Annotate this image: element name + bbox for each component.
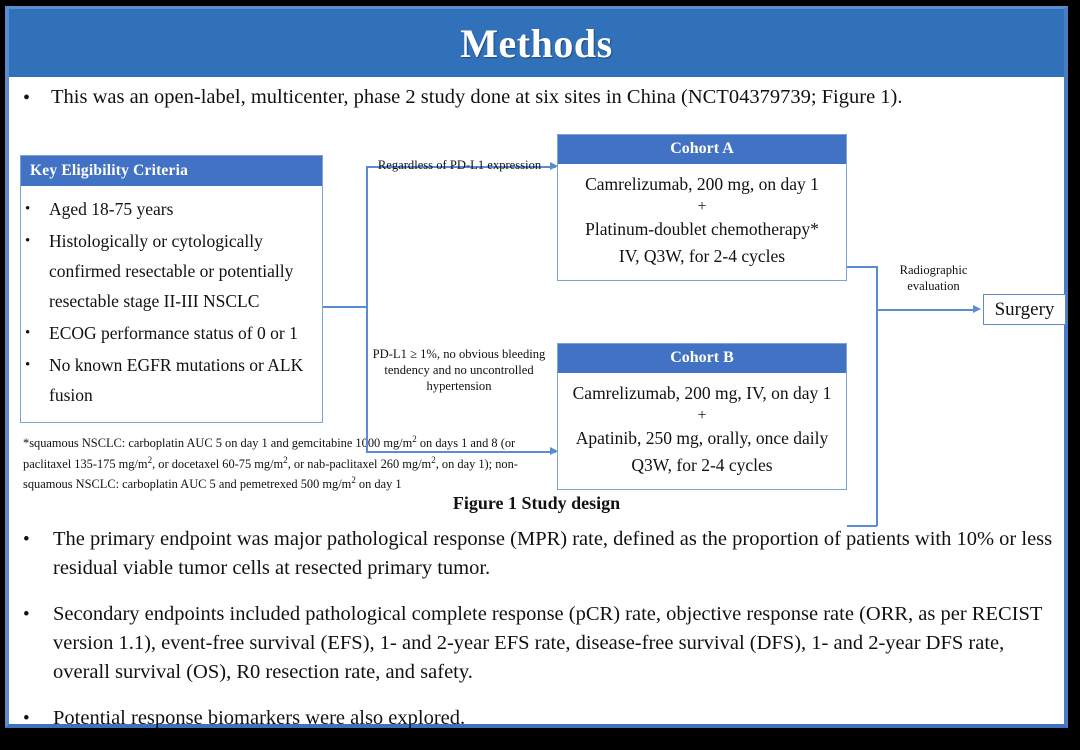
figure-caption: Figure 1 Study design — [452, 493, 621, 513]
surgery-box: Surgery — [983, 294, 1066, 325]
surgery-label: Surgery — [994, 298, 1055, 320]
footnote-part: , on day 1); non-squamous NSCLC: carbopl… — [23, 456, 518, 492]
endpoints-bullet-list: • The primary endpoint was major patholo… — [23, 525, 1055, 750]
arrow-label-regardless-pdl1: Regardless of PD-L1 expression — [377, 158, 542, 172]
arrow-head-icon — [973, 305, 981, 313]
connector-line-cohort-a-out — [847, 266, 877, 268]
study-design-diagram: Key Eligibility Criteria • Aged 18-75 ye… — [9, 121, 1066, 527]
cohort-a-card: Cohort A Camrelizumab, 200 mg, on day 1 … — [557, 134, 847, 281]
bullet-marker-icon: • — [25, 357, 31, 373]
footnote-superscript: 2 — [431, 454, 436, 465]
footnote-part: on day 1 — [355, 477, 402, 492]
footnote-superscript: 2 — [283, 454, 288, 465]
bullet-marker-icon: • — [25, 233, 31, 249]
eligibility-item-text: ECOG performance status of 0 or 1 — [49, 323, 298, 343]
bullet-marker-icon: • — [23, 529, 30, 550]
eligibility-item-text: Histologically or cytologically confirme… — [49, 231, 294, 311]
connector-trunk-upper — [366, 166, 368, 307]
endpoint-text-secondary: Secondary endpoints included pathologica… — [53, 603, 1043, 683]
cohort-b-line-1: Camrelizumab, 200 mg, IV, on day 1 — [572, 383, 832, 403]
eligibility-criteria-card: Key Eligibility Criteria • Aged 18-75 ye… — [20, 155, 323, 423]
list-item: • ECOG performance status of 0 or 1 — [25, 318, 316, 348]
connector-line-to-cohort-b — [366, 451, 556, 453]
connector-trunk-lower — [366, 306, 368, 451]
connector-line-cohort-b-out — [847, 525, 877, 527]
bullet-marker-icon: • — [23, 87, 31, 109]
arrow-label-pdl1-criteria: PD-L1 ≥ 1%, no obvious bleeding tendency… — [372, 347, 546, 393]
bullet-marker-icon: • — [23, 604, 30, 625]
cohort-a-line-1: Camrelizumab, 200 mg, on day 1 — [585, 174, 819, 194]
slide-canvas: Methods • This was an open-label, multic… — [5, 6, 1068, 729]
connector-line-to-cohort-a — [366, 166, 556, 168]
intro-bullet: • This was an open-label, multicenter, p… — [23, 83, 1053, 113]
bullet-marker-icon: • — [25, 201, 31, 217]
endpoint-text-biomarkers: Potential response biomarkers were also … — [53, 707, 466, 729]
footnote-superscript: 2 — [147, 454, 153, 465]
cohort-b-line-3: Q3W, for 2-4 cycles — [631, 455, 773, 475]
connector-line-from-eligibility — [323, 306, 367, 308]
slide-title-band: Methods — [9, 9, 1064, 77]
list-item: • Potential response biomarkers were als… — [23, 704, 1055, 733]
bullet-marker-icon: • — [25, 325, 31, 341]
connector-line-to-surgery — [876, 309, 976, 311]
list-item: • Histologically or cytologically confir… — [25, 226, 316, 316]
cohort-a-line-2: Platinum-doublet chemotherapy* — [585, 219, 819, 239]
cohort-a-header: Cohort A — [558, 135, 846, 164]
footnote-part: on days 1 and 8 (or paclitaxel 135-175 m… — [23, 436, 516, 471]
chemotherapy-footnote: *squamous NSCLC: carboplatin AUC 5 on da… — [23, 431, 551, 493]
connector-merge-vertical — [876, 266, 878, 526]
cohort-a-body: Camrelizumab, 200 mg, on day 1 + Platinu… — [558, 164, 846, 280]
endpoint-text-primary: The primary endpoint was major pathologi… — [53, 528, 1053, 579]
footnote-part: , or nab-paclitaxel 260 mg/m — [287, 456, 432, 471]
list-item: • The primary endpoint was major patholo… — [23, 525, 1055, 583]
cohort-a-line-3: IV, Q3W, for 2-4 cycles — [618, 246, 786, 266]
list-item: • Secondary endpoints included pathologi… — [23, 600, 1055, 687]
eligibility-card-header: Key Eligibility Criteria — [21, 156, 322, 186]
arrow-head-icon — [550, 447, 558, 455]
cohort-b-card: Cohort B Camrelizumab, 200 mg, IV, on da… — [557, 343, 847, 490]
eligibility-item-text: No known EGFR mutations or ALK fusion — [49, 355, 304, 405]
eligibility-item-text: Aged 18-75 years — [49, 199, 174, 219]
cohort-b-header: Cohort B — [558, 344, 846, 373]
bullet-marker-icon: • — [23, 708, 30, 729]
footnote-superscript: 2 — [412, 434, 417, 444]
footnote-part: *squamous NSCLC: carboplatin AUC 5 on da… — [23, 436, 413, 451]
page-title: Methods — [460, 20, 613, 66]
cohort-b-plus: + — [697, 407, 707, 424]
list-item: • No known EGFR mutations or ALK fusion — [25, 350, 316, 410]
footnote-superscript: 2 — [351, 475, 356, 486]
intro-bullet-text: This was an open-label, multicenter, pha… — [51, 86, 903, 108]
arrow-label-radiographic-evaluation: Radiographic evaluation — [899, 263, 968, 293]
cohort-b-line-2: Apatinib, 250 mg, orally, once daily — [575, 428, 829, 448]
list-item: • Aged 18-75 years — [25, 194, 316, 224]
cohort-b-body: Camrelizumab, 200 mg, IV, on day 1 + Apa… — [558, 373, 846, 489]
footnote-part: , or docetaxel 60-75 mg/m — [152, 456, 284, 471]
cohort-a-plus: + — [697, 198, 707, 215]
eligibility-card-body: • Aged 18-75 years • Histologically or c… — [21, 186, 322, 422]
arrow-head-icon — [550, 162, 558, 170]
list-item: • This was an open-label, multicenter, p… — [23, 83, 1053, 113]
